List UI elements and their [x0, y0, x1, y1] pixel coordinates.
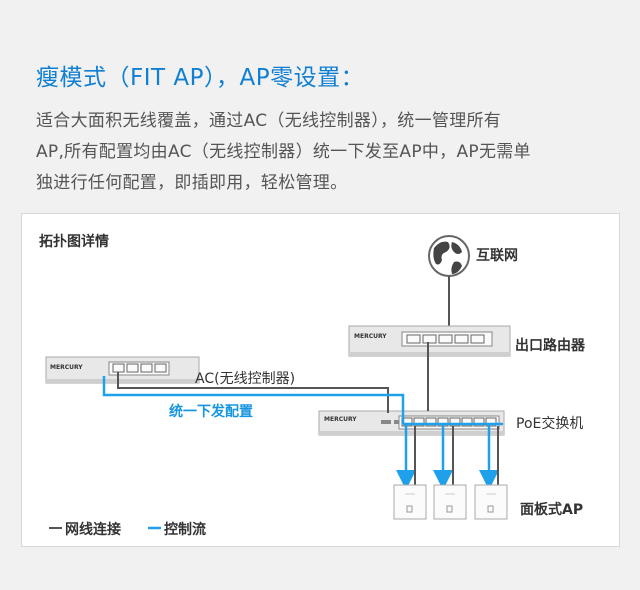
- poe-switch-label: PoE交换机: [516, 416, 584, 432]
- legend-network-label: 网线连接: [65, 522, 121, 538]
- globe-icon: [428, 235, 470, 277]
- panel-ap-label: 面板式AP: [520, 502, 584, 518]
- poe-switch-brand: MERCURY: [324, 416, 357, 423]
- internet-label: 互联网: [476, 248, 518, 264]
- ac-label: AC(无线控制器): [195, 371, 296, 387]
- panel-ap-2: [433, 484, 467, 520]
- panel-ap-3: [474, 484, 508, 520]
- router-device: [348, 325, 511, 357]
- description-line-1: 适合大面积无线覆盖，通过AC（无线控制器），统一管理所有: [36, 111, 502, 131]
- panel-ap-1: [393, 484, 427, 520]
- description-line-3: 独进行任何配置，即插即用，轻松管理。: [36, 173, 348, 193]
- topology-panel: MERCURY MERCURY MERC: [21, 213, 620, 547]
- ac-device: [45, 356, 200, 384]
- legend-control-label: 控制流: [164, 522, 206, 538]
- page-heading: 瘦模式（FIT AP），AP零设置：: [36, 65, 365, 91]
- ac-brand: MERCURY: [50, 364, 83, 371]
- description-line-2: AP,所有配置均由AC（无线控制器）统一下发至AP中，AP无需单: [36, 142, 531, 162]
- router-label: 出口路由器: [515, 338, 585, 354]
- ac-switch-cable: [117, 372, 389, 413]
- control-flow-line: [102, 376, 405, 424]
- control-flow-label: 统一下发配置: [169, 404, 253, 420]
- diagram-title: 拓扑图详情: [39, 234, 109, 250]
- topology-diagram: MERCURY MERCURY MERC: [45, 235, 511, 530]
- router-brand: MERCURY: [354, 333, 387, 340]
